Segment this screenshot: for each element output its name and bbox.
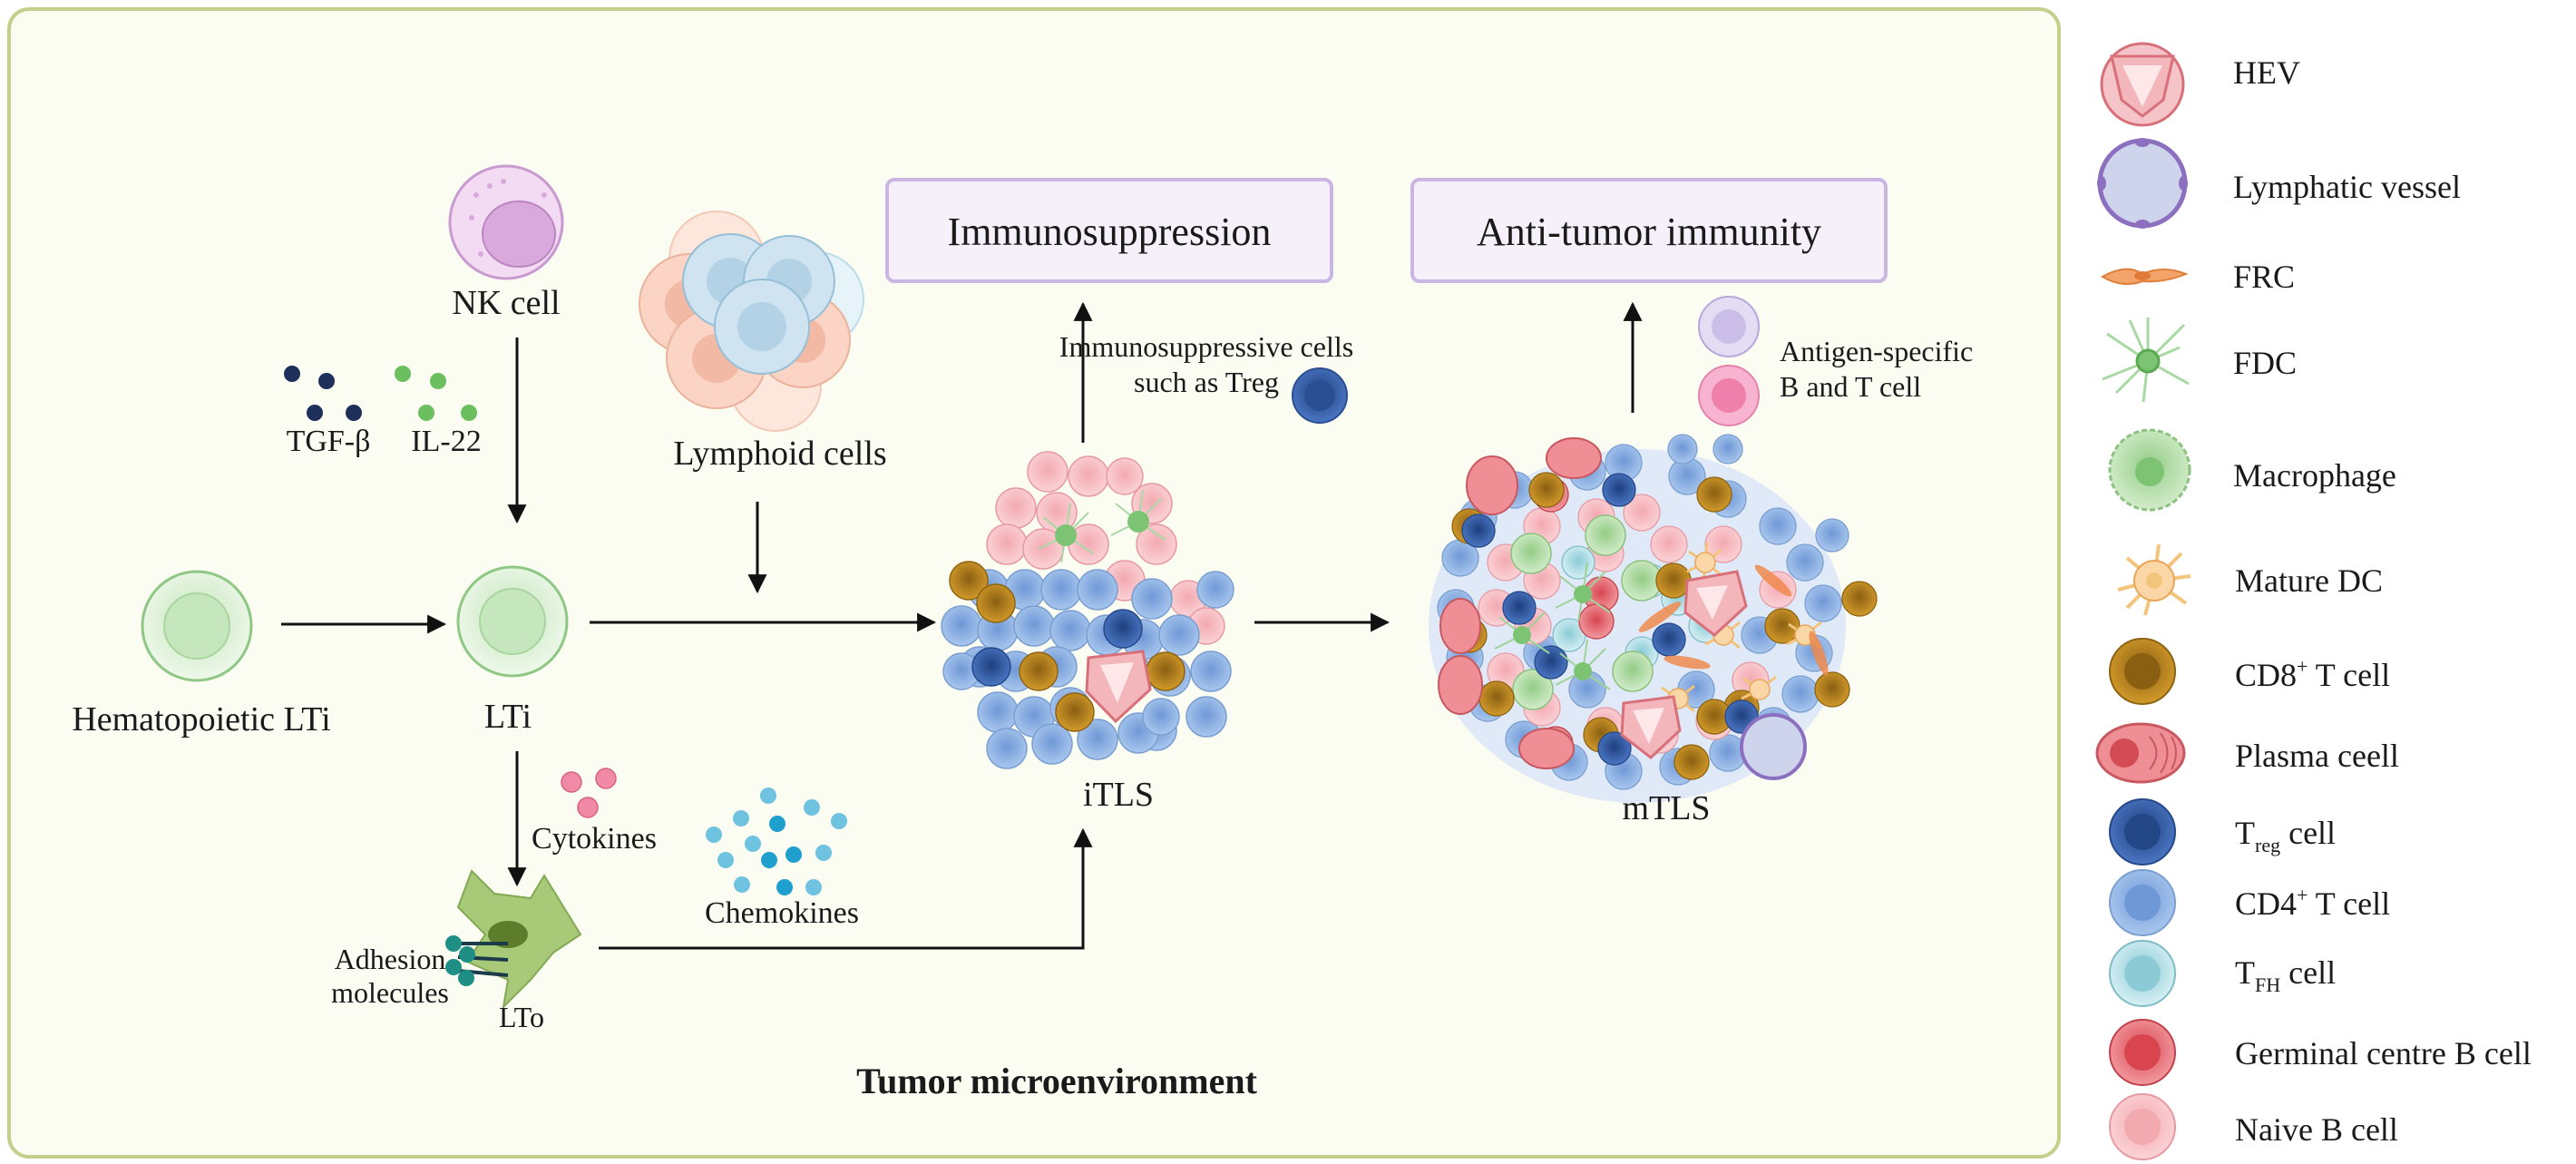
treg-note-icon bbox=[1292, 367, 1348, 424]
treg-tail: cell bbox=[2280, 815, 2336, 851]
legend-label-gcb: Germinal centre B cell bbox=[2235, 1035, 2532, 1071]
adhesion-label-line1: Adhesion bbox=[335, 943, 446, 975]
legend-label-cd4: CD4+ T cell bbox=[2235, 884, 2390, 922]
flow-arrows bbox=[281, 301, 1643, 950]
cd8-tail: T cell bbox=[2308, 657, 2390, 693]
legend-label-fdc: FDC bbox=[2233, 345, 2297, 381]
nk-cell-icon bbox=[448, 164, 564, 280]
tfh-sub: FH bbox=[2255, 973, 2280, 996]
treg-note-line1: Immunosuppressive cells bbox=[1059, 330, 1353, 363]
tgf-beta-dots-icon bbox=[284, 366, 362, 421]
tfh-main: T bbox=[2235, 954, 2255, 991]
antigen-specific-t-icon bbox=[1698, 365, 1760, 426]
cd8-t-cell-icon bbox=[2109, 638, 2176, 705]
treg-main: T bbox=[2235, 815, 2255, 851]
mtls-cluster-icon bbox=[1429, 434, 1878, 803]
arrow-lto-to-itls bbox=[599, 827, 1093, 950]
legend-label-lymphatic-vessel: Lymphatic vessel bbox=[2233, 169, 2461, 205]
treg-note-line2: such as Treg bbox=[1134, 366, 1279, 398]
mtls-plasma-cells bbox=[1438, 437, 1602, 769]
chemokines-label: Chemokines bbox=[705, 896, 859, 930]
hev-icon bbox=[2100, 42, 2185, 127]
antigen-specific-b-icon bbox=[1698, 296, 1760, 357]
tfh-cell-icon bbox=[2109, 940, 2176, 1007]
immunosuppression-label: Immunosuppression bbox=[948, 210, 1272, 254]
anti-tumor-label: Anti-tumor immunity bbox=[1477, 210, 1821, 254]
legend-label-macrophage: Macrophage bbox=[2233, 457, 2396, 494]
tfh-tail: cell bbox=[2280, 954, 2336, 991]
cd4-main: CD4 bbox=[2235, 885, 2297, 922]
legend-label-naive: Naive B cell bbox=[2235, 1111, 2398, 1148]
cytokines-label: Cytokines bbox=[532, 822, 657, 856]
macrophage-icon bbox=[2108, 428, 2191, 512]
legend-label-treg: Treg cell bbox=[2235, 815, 2336, 856]
legend-label-hev: HEV bbox=[2233, 54, 2300, 91]
lto-icon bbox=[445, 869, 582, 1010]
legend: HEV Lymphatic vessel FRC FDC Macrophage … bbox=[2095, 42, 2532, 1160]
lymphatic-vessel-icon bbox=[2097, 138, 2188, 229]
cd4-sup: + bbox=[2297, 884, 2308, 906]
antigen-specific-line2: B and T cell bbox=[1780, 370, 1921, 403]
naive-b-cell-icon bbox=[2109, 1093, 2176, 1160]
mature-dc-icon bbox=[2117, 543, 2191, 616]
cd8-sup: + bbox=[2297, 655, 2308, 678]
immunosuppression-box bbox=[885, 178, 1333, 283]
legend-label-tfh: TFH cell bbox=[2235, 954, 2336, 996]
legend-label-frc: FRC bbox=[2233, 259, 2295, 295]
itls-cluster-icon bbox=[941, 451, 1234, 769]
legend-label-mature-dc: Mature DC bbox=[2235, 562, 2383, 599]
fdc-icon bbox=[2102, 318, 2190, 403]
antigen-specific-line1: Antigen-specific bbox=[1780, 335, 1973, 367]
legend-label-plasma: Plasma ceell bbox=[2235, 738, 2399, 774]
chemokines-dots-icon bbox=[706, 787, 847, 895]
lti-icon bbox=[456, 565, 569, 678]
cd8-main: CD8 bbox=[2235, 657, 2297, 693]
legend-label-cd8: CD8+ T cell bbox=[2235, 655, 2390, 693]
hematopoietic-lti-icon bbox=[141, 570, 253, 682]
panel-title: Tumor microenvironment bbox=[856, 1061, 1258, 1101]
lymphoid-cells-label: Lymphoid cells bbox=[673, 435, 886, 473]
anti-tumor-box bbox=[1410, 178, 1888, 283]
cytokines-dots-icon bbox=[561, 768, 617, 818]
il22-label: IL-22 bbox=[411, 425, 481, 458]
plasma-cell-icon bbox=[2095, 722, 2186, 784]
frc-icon bbox=[2100, 268, 2189, 286]
lti-label: LTi bbox=[484, 698, 532, 736]
adhesion-label-line2: molecules bbox=[331, 976, 449, 1009]
treg-sub: reg bbox=[2255, 834, 2280, 856]
tgf-beta-label: TGF-β bbox=[287, 425, 371, 458]
mtls-label: mTLS bbox=[1622, 789, 1710, 827]
hematopoietic-lti-label: Hematopoietic LTi bbox=[72, 700, 330, 739]
cd4-t-cell-icon bbox=[2109, 869, 2176, 936]
lto-label: LTo bbox=[499, 1001, 544, 1033]
lymphoid-cells-icon bbox=[639, 210, 864, 432]
itls-label: iTLS bbox=[1083, 776, 1154, 814]
treg-cell-icon bbox=[2109, 798, 2176, 866]
cd4-tail: T cell bbox=[2308, 885, 2390, 922]
germinal-centre-b-cell-icon bbox=[2109, 1019, 2176, 1086]
il22-dots-icon bbox=[395, 366, 477, 421]
nk-cell-label: NK cell bbox=[452, 284, 560, 322]
